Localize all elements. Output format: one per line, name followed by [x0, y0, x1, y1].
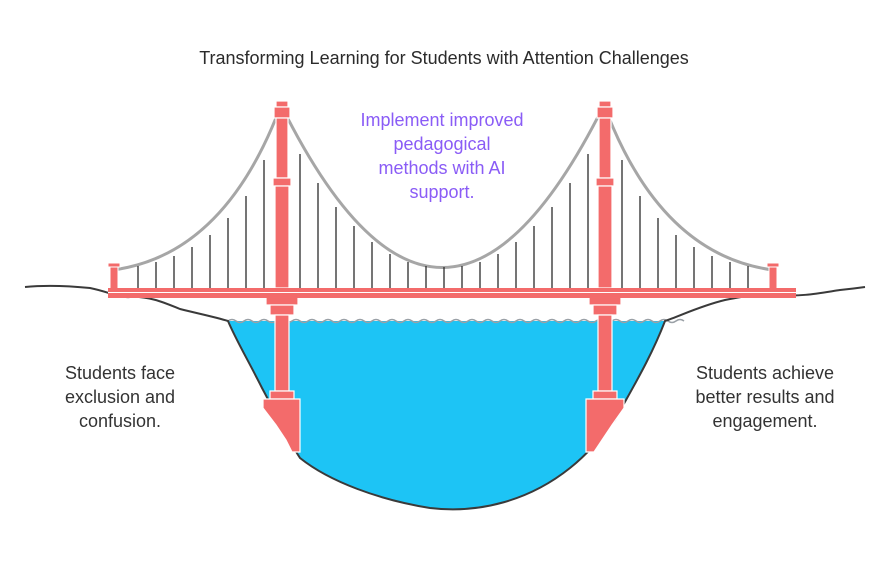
- tower-left: [262, 100, 301, 453]
- hangers: [137, 154, 749, 289]
- solution-label: Implement improved pedagogical methods w…: [360, 110, 524, 202]
- current-state-label: Students face exclusion and confusion.: [64, 363, 176, 431]
- end-post-left: [107, 262, 121, 290]
- future-state-label: Students achieve better results and enga…: [695, 363, 835, 431]
- cable-left-back: [112, 104, 283, 272]
- tower-right: [585, 100, 625, 453]
- end-post-right: [766, 262, 780, 290]
- cable-right-back: [602, 104, 774, 272]
- cable-main-span: [279, 104, 606, 269]
- diagram-title: Transforming Learning for Students with …: [199, 48, 689, 68]
- bridge-deck: [108, 288, 796, 298]
- river-water: [228, 321, 665, 510]
